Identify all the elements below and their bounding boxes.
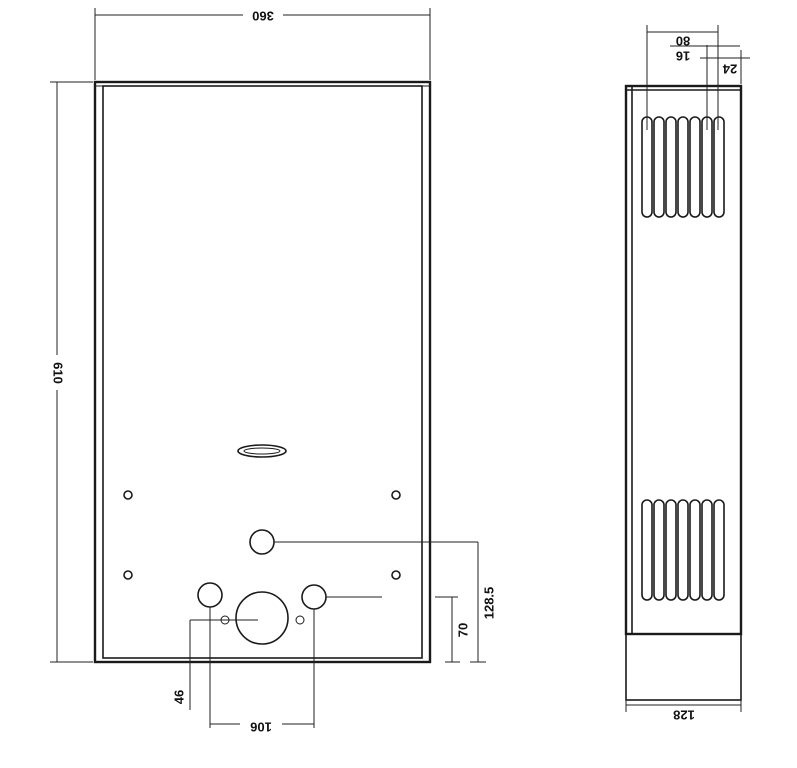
dim-128-5-label: 128.5: [481, 587, 496, 620]
dim-24-label: 24: [722, 62, 737, 77]
dim-106-label: 106: [250, 720, 272, 735]
small-hole-right: [295, 615, 305, 625]
flue-outlet: [235, 591, 289, 645]
front-dimensions: 360 610 128.5 70 46 106: [50, 8, 496, 735]
dim-46-label: 46: [171, 690, 186, 704]
mounting-hole-upper-right: [391, 490, 401, 500]
mounting-hole-lower-right: [391, 570, 401, 580]
front-outer-frame: [93, 80, 432, 664]
dim-height-label: 610: [51, 362, 66, 384]
front-view: [93, 80, 432, 664]
mounting-hole-lower-left: [123, 570, 133, 580]
dim-depth-label: 128: [673, 708, 695, 723]
side-bottom-bracket: [625, 633, 742, 701]
mounting-hole-upper-left: [123, 490, 133, 500]
display-window: [237, 444, 287, 458]
dim-16-label: 16: [676, 49, 690, 64]
connection-hole-top: [249, 529, 275, 555]
connection-hole-left: [197, 582, 223, 608]
front-inner-panel: [102, 85, 423, 659]
dim-80-label: 80: [676, 34, 690, 49]
lower-vent-slots: [641, 499, 725, 601]
side-view: [624, 84, 743, 701]
connection-hole-right: [301, 584, 327, 610]
dim-width-label: 360: [252, 9, 274, 24]
side-dimensions: 80 16 24 128: [625, 25, 750, 723]
upper-vent-slots: [641, 116, 725, 218]
dim-70-label: 70: [455, 623, 470, 637]
